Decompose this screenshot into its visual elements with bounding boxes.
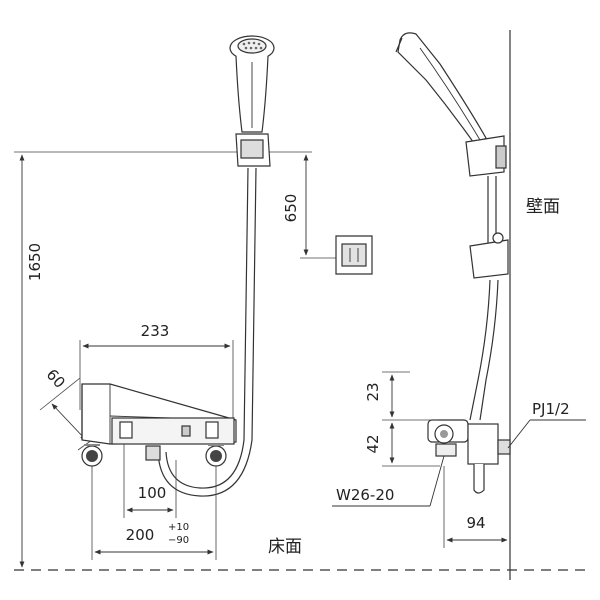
faucet-body-side xyxy=(427,419,511,494)
side-height-dimensions: 23 42 xyxy=(364,371,440,467)
outlet-thread-callout: W26-20 xyxy=(332,455,445,507)
height-dimension-value: 1650 xyxy=(26,243,44,281)
height-dimension: 1650 xyxy=(14,151,245,568)
body-width-value: 233 xyxy=(141,322,170,340)
spacing-tolerance-plus: +10 xyxy=(168,522,189,533)
outlet-depth-dimension: 94 xyxy=(443,466,508,548)
shower-side-view xyxy=(395,32,509,421)
spacing-total-value: 200 xyxy=(126,526,155,544)
inlet-thread-callout: PJ1/2 xyxy=(507,400,586,449)
inlet-thread-label: PJ1/2 xyxy=(532,400,570,418)
faucet-body-front xyxy=(81,383,237,467)
spacing-total-dimension: 200 +10 −90 xyxy=(91,466,217,560)
wall-label: 壁面 xyxy=(526,197,560,217)
holder-distance-dimension: 650 xyxy=(262,151,336,259)
holder-bracket xyxy=(335,235,373,275)
pipe-spacing-value: 100 xyxy=(138,484,167,502)
depth-value: 60 xyxy=(43,366,69,392)
outlet-thread-label: W26-20 xyxy=(336,486,394,504)
shower-head-front xyxy=(229,35,275,167)
pipe-spacing-dimension: 100 xyxy=(123,444,177,518)
body-width-dimension: 233 xyxy=(79,322,234,420)
side-upper-value: 23 xyxy=(364,382,382,401)
holder-distance-value: 650 xyxy=(282,194,300,223)
hose-front xyxy=(157,167,257,497)
outlet-depth-value: 94 xyxy=(466,514,485,532)
side-lower-value: 42 xyxy=(364,434,382,453)
spacing-tolerance-minus: −90 xyxy=(168,535,189,546)
floor-label: 床面 xyxy=(268,537,302,557)
